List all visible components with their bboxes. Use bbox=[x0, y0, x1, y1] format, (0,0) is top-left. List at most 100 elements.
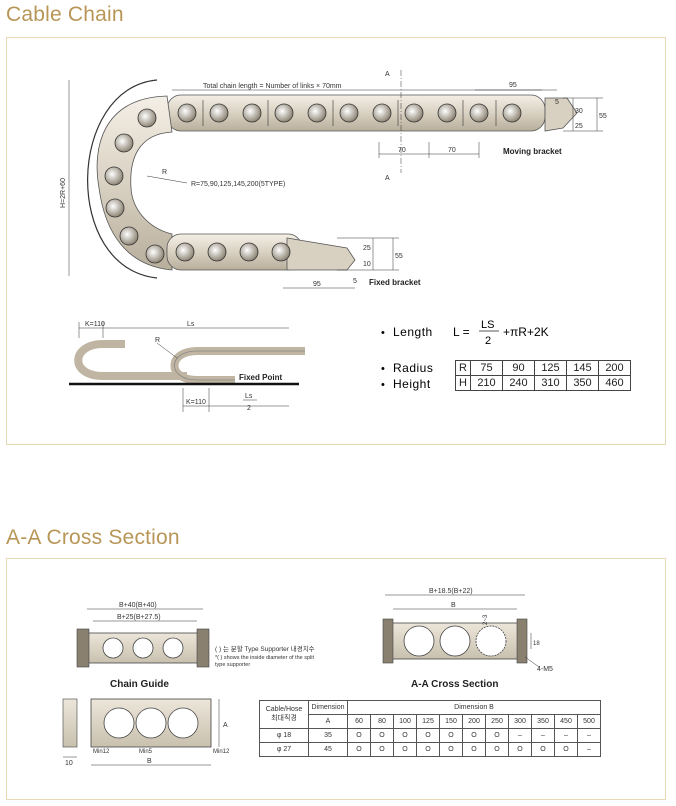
bullet-height: • bbox=[381, 379, 385, 391]
dim-55-bottom: 55 bbox=[395, 253, 403, 260]
th-cable: Cable/Hose 최대직경 bbox=[259, 700, 309, 729]
fixed-bracket-label: Fixed bracket bbox=[369, 278, 421, 287]
top-chain-run bbox=[166, 94, 578, 132]
dim-25-top: 25 bbox=[575, 123, 583, 130]
rh-cell: 310 bbox=[534, 375, 567, 391]
table-row: H 210 240 310 350 460 bbox=[455, 375, 631, 391]
table-row: R 75 90 125 145 200 bbox=[455, 360, 631, 376]
r-label-bend: R bbox=[162, 169, 167, 176]
r-travel: R bbox=[155, 337, 160, 344]
row-dia: φ 27 bbox=[259, 742, 309, 757]
row-cell: O bbox=[439, 728, 463, 743]
aa-dim-18: 18 bbox=[533, 641, 540, 647]
th-a: A bbox=[308, 714, 348, 729]
height-label: Height bbox=[393, 377, 431, 391]
b-value: 350 bbox=[531, 714, 555, 729]
moving-bracket-plate bbox=[544, 97, 578, 132]
cable-chain-drawing: Total chain length = Number of links × 7… bbox=[60, 70, 607, 412]
cg-note-line2: *( ) shows the inside diameter of the sp… bbox=[215, 655, 315, 661]
cable-chain-panel: Total chain length = Number of links × 7… bbox=[6, 37, 666, 445]
radius-height-table: R 75 90 125 145 200 H 210 240 310 350 46… bbox=[455, 360, 631, 391]
b-value: 500 bbox=[577, 714, 601, 729]
dim-5-top: 5 bbox=[555, 99, 559, 106]
row-cell: O bbox=[416, 728, 440, 743]
row-cell: O bbox=[416, 742, 440, 757]
fixed-bracket-plate bbox=[286, 237, 356, 271]
rh-cell: 460 bbox=[598, 375, 631, 391]
th-dim: Dimension bbox=[308, 700, 348, 715]
formula-frac-den: 2 bbox=[485, 335, 491, 347]
cg-b: B bbox=[147, 758, 152, 765]
length-formula: • Length L = LS 2 +πR+2K • Radius • Heig… bbox=[381, 319, 549, 391]
cg-note-line3: type supporter bbox=[215, 662, 250, 668]
row-cell: O bbox=[393, 742, 417, 757]
b-value: 300 bbox=[508, 714, 532, 729]
rh-cell: 75 bbox=[470, 360, 503, 376]
b-value: 450 bbox=[554, 714, 578, 729]
b-value: 200 bbox=[462, 714, 486, 729]
rh-cell: 125 bbox=[534, 360, 567, 376]
table-row: A 60 80 100 125 150 200 250 300 350 450 … bbox=[260, 714, 601, 729]
outer-bend-guide bbox=[87, 79, 158, 279]
b-value: 80 bbox=[370, 714, 394, 729]
aa-bolt: 4-M5 bbox=[537, 666, 553, 673]
min12-left: Min12 bbox=[93, 749, 110, 755]
length-label: Length bbox=[393, 325, 433, 339]
formula-suffix: +πR+2K bbox=[503, 325, 549, 339]
ls2-den: 2 bbox=[247, 405, 251, 412]
table-row: Cable/Hose 최대직경 Dimension Dimension B bbox=[259, 700, 601, 729]
row-cell: O bbox=[439, 742, 463, 757]
k110-bottom: K=110 bbox=[186, 399, 206, 406]
row-cell: – bbox=[577, 728, 601, 743]
row-cell: – bbox=[554, 728, 578, 743]
rh-cell: 145 bbox=[566, 360, 599, 376]
b-value: 100 bbox=[393, 714, 417, 729]
dim-30: 30 bbox=[575, 108, 583, 115]
row-cell: O bbox=[485, 728, 509, 743]
travel-sketch: K=110 Ls R Fixed Point K=110 Ls 2 bbox=[69, 321, 305, 412]
dim-95-bottom: 95 bbox=[313, 281, 321, 288]
row-cell: O bbox=[485, 742, 509, 757]
table-row: φ 27 45 O O O O O O O O O O – bbox=[259, 742, 601, 757]
cg-side-a: A bbox=[223, 722, 228, 729]
bend-section bbox=[96, 95, 173, 271]
section-title-cross-section: A-A Cross Section bbox=[6, 526, 180, 549]
fixed-point-label: Fixed Point bbox=[239, 373, 282, 382]
section-mark-bottom: A bbox=[385, 175, 390, 182]
bullet-length: • bbox=[381, 327, 385, 339]
radius-label: Radius bbox=[393, 361, 433, 375]
ls-top: Ls bbox=[187, 321, 195, 328]
aa-section-caption: A-A Cross Section bbox=[411, 679, 498, 690]
table-row: φ 18 35 O O O O O O O – – – – bbox=[259, 728, 601, 743]
rh-cell: 200 bbox=[598, 360, 631, 376]
guide-front-view: 10 A Min12 Min5 Min12 B bbox=[62, 698, 230, 767]
formula-frac-num: LS bbox=[481, 319, 494, 331]
th-cable-en: Cable/Hose bbox=[265, 706, 303, 713]
row-cell: O bbox=[370, 742, 394, 757]
rh-cell: H bbox=[455, 375, 471, 391]
chain-guide-caption: Chain Guide bbox=[110, 679, 169, 690]
aa-section-drawing: B+18.5(B+22) B 2~3 18 4-M5 A-A Cross Sec… bbox=[382, 588, 553, 690]
dim-10: 10 bbox=[363, 261, 371, 268]
rh-cell: 90 bbox=[502, 360, 535, 376]
row-cell: O bbox=[462, 742, 486, 757]
cg-dim-top1: B+40(B+40) bbox=[119, 602, 157, 609]
row-cell: – bbox=[508, 728, 532, 743]
row-cell: – bbox=[531, 728, 555, 743]
b-value: 60 bbox=[347, 714, 371, 729]
dim-25-bottom: 25 bbox=[363, 245, 371, 252]
min12-right: Min12 bbox=[213, 749, 230, 755]
th-dim-b: Dimension B bbox=[347, 700, 601, 715]
bottom-chain-run bbox=[166, 233, 356, 271]
rh-cell: R bbox=[455, 360, 471, 376]
rh-cell: 240 bbox=[502, 375, 535, 391]
dimension-table: Cable/Hose 최대직경 Dimension Dimension B A … bbox=[259, 700, 601, 757]
cross-section-drawing: B+40(B+40) B+25(B+27.5) Chain Guide ( ) … bbox=[62, 588, 553, 767]
radius-note: R=75,90,125,145,200(5TYPE) bbox=[191, 181, 285, 188]
aa-dim-top1: B+18.5(B+22) bbox=[429, 588, 473, 595]
cg-dim-10: 10 bbox=[65, 760, 73, 767]
dim-55-top: 55 bbox=[599, 113, 607, 120]
dim-70-b: 70 bbox=[448, 147, 456, 154]
row-a: 35 bbox=[308, 728, 348, 743]
row-cell: – bbox=[577, 742, 601, 757]
